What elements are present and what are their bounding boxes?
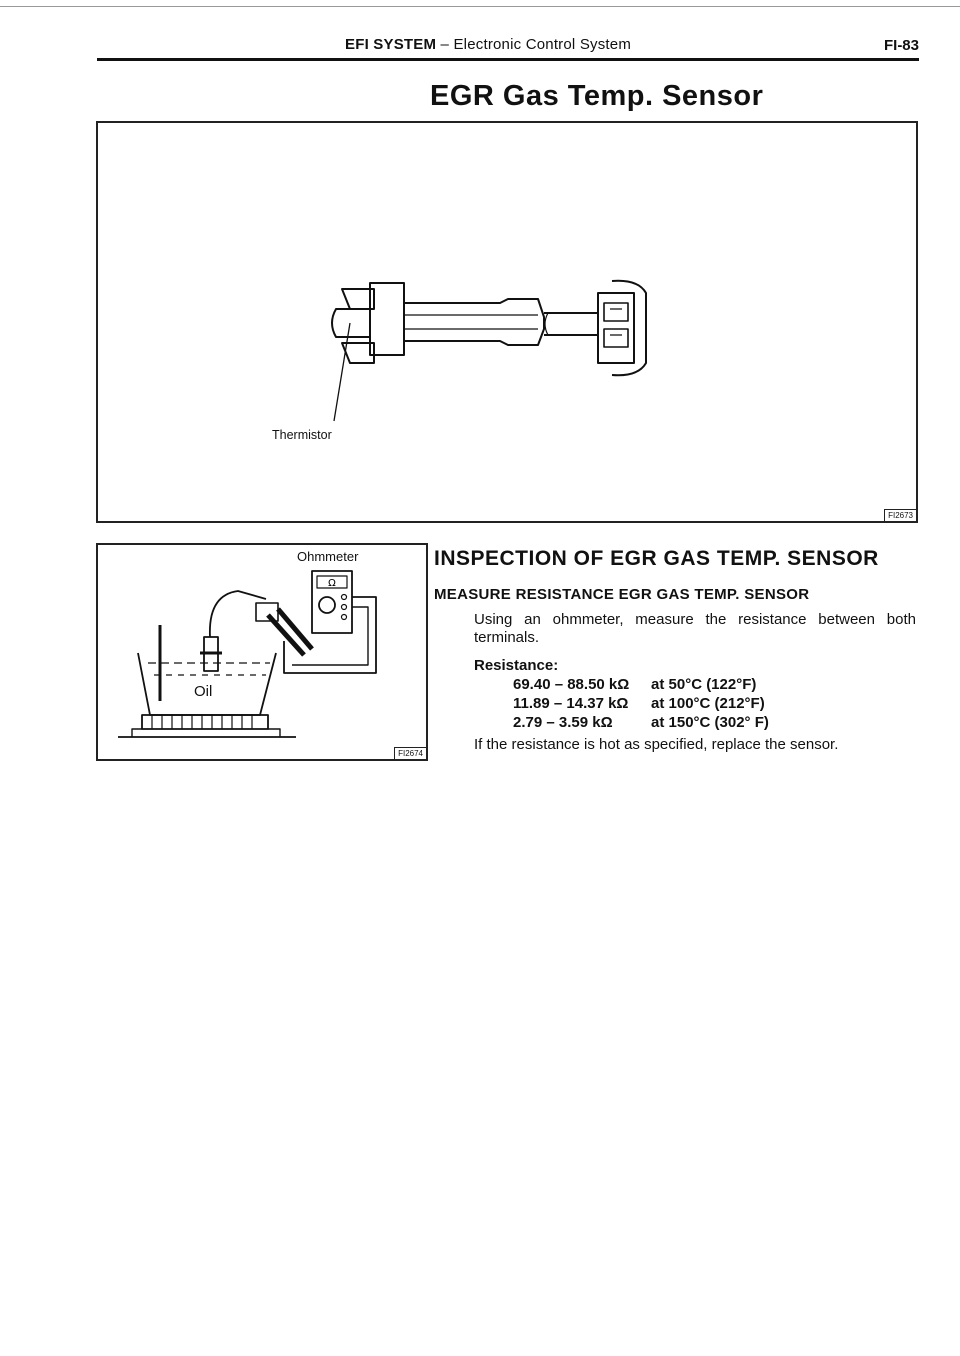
spec-condition: at 100°C (212°F) [651, 695, 765, 712]
sensor-body [403, 298, 545, 346]
page-header: EFI SYSTEM – Electronic Control System F… [97, 36, 919, 60]
ohmmeter-drawing [118, 570, 377, 738]
spec-row: 69.40 – 88.50 kΩ at 50°C (122°F) [513, 675, 769, 694]
flange-lower [341, 342, 375, 364]
sensor-connector [255, 602, 279, 622]
top-edge-line [0, 6, 960, 7]
thermistor-leader [333, 322, 351, 422]
lead-two [292, 606, 369, 666]
spec-condition: at 50°C (122°F) [651, 676, 757, 693]
heater [141, 714, 269, 730]
spec-row: 2.79 – 3.59 kΩ at 150°C (302° F) [513, 713, 769, 732]
probe-tip [331, 308, 371, 338]
instruction-text: Using an ohmmeter, measure the resistanc… [474, 611, 916, 646]
sensor-drawing [331, 279, 647, 422]
spec-range: 11.89 – 14.37 kΩ [513, 695, 629, 712]
thermistor-label: Thermistor [272, 428, 332, 442]
figure1-code: FI2673 [884, 509, 916, 521]
ohmmeter-box [311, 570, 353, 634]
sensor-lead [209, 590, 267, 638]
header-system: EFI SYSTEM [345, 36, 437, 53]
spec-range: 69.40 – 88.50 kΩ [513, 676, 630, 693]
ohmmeter-label: Ohmmeter [297, 549, 359, 564]
probe-two [276, 607, 314, 651]
header-subsystem: Electronic Control System [453, 36, 632, 53]
immersed-sensor [203, 636, 219, 672]
spec-range: 2.79 – 3.59 kΩ [513, 714, 613, 731]
connector-housing [597, 292, 635, 364]
page-number: FI-83 [883, 37, 919, 54]
resistance-spec-table: 69.40 – 88.50 kΩ at 50°C (122°F) 11.89 –… [513, 675, 769, 732]
ohmmeter-dial [318, 596, 336, 614]
lead-one [283, 596, 377, 674]
flange-body [369, 282, 405, 356]
section-title: EGR Gas Temp. Sensor [430, 80, 764, 112]
header-rule [97, 58, 919, 61]
final-note: If the resistance is hot as specified, r… [474, 736, 839, 753]
spec-condition: at 150°C (302° F) [651, 714, 769, 731]
step-title: MEASURE RESISTANCE EGR GAS TEMP. SENSOR [434, 586, 810, 603]
flange-upper [341, 288, 375, 310]
sensor-cable [544, 312, 599, 336]
header-title: EFI SYSTEM – Electronic Control System [345, 36, 631, 53]
sensor-figure: Thermistor FI2673 [96, 121, 918, 523]
spec-row: 11.89 – 14.37 kΩ at 100°C (212°F) [513, 694, 769, 713]
oil-label: Oil [194, 683, 213, 700]
header-dash: – [436, 36, 454, 53]
figure2-code: FI2674 [394, 747, 426, 759]
inspection-title: INSPECTION OF EGR GAS TEMP. SENSOR [434, 547, 879, 570]
resistance-label: Resistance: [474, 657, 559, 674]
ohmmeter-figure: Ohmmeter Oil Ω FI2674 [96, 543, 428, 761]
